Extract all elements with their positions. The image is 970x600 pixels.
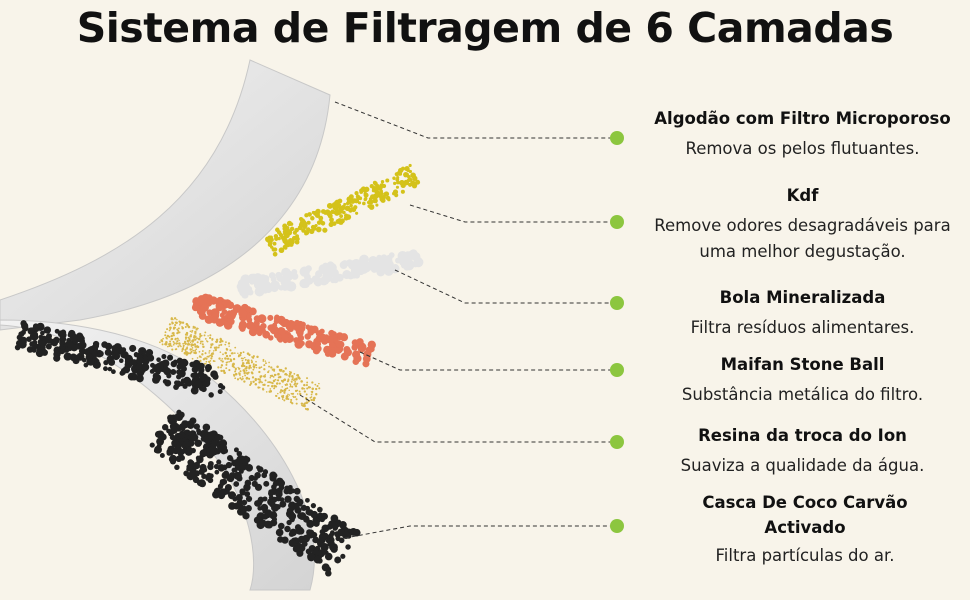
page-title: Sistema de Filtragem de 6 Camadas <box>76 4 894 52</box>
leader-line <box>334 101 617 139</box>
layer-label-mineral-ball: Bola Mineralizada Filtra resíduos alimen… <box>635 285 970 341</box>
carbon-particles-upper <box>14 320 226 398</box>
layer-desc: Remova os pelos flutuantes. <box>685 139 920 158</box>
layer-desc: Remove odores desagradáveis para uma mel… <box>654 216 951 261</box>
marker-dot <box>610 131 624 145</box>
marker-dot <box>610 296 624 310</box>
layer-name: Casca De Coco Carvão Activado <box>702 493 908 537</box>
layer-label-maifan: Maifan Stone Ball Substância metálica do… <box>635 352 970 408</box>
maifan-stone-particles <box>191 293 376 368</box>
layer-label-cotton: Algodão com Filtro Microporoso Remova os… <box>635 106 970 162</box>
ion-resin-particles <box>159 317 321 411</box>
marker-dot <box>610 215 624 229</box>
layer-label-ion-resin: Resina da troca do Ion Suaviza a qualida… <box>635 423 970 479</box>
leader-line <box>359 351 617 371</box>
layer-name: Resina da troca do Ion <box>698 426 907 445</box>
marker-dot <box>610 363 624 377</box>
carbon-particles-lower <box>149 409 361 577</box>
marker-dot <box>610 519 624 533</box>
leader-line <box>394 269 617 304</box>
layer-desc: Filtra resíduos alimentares. <box>690 318 915 337</box>
leader-line <box>299 394 617 443</box>
layer-name: Algodão com Filtro Microporoso <box>654 109 951 128</box>
leader-line <box>409 204 617 223</box>
layer-desc: Substância metálica do filtro. <box>681 385 924 404</box>
layer-name: Kdf <box>786 186 819 205</box>
kdf-particles <box>265 163 421 257</box>
layer-desc: Filtra partículas do ar. <box>715 546 895 565</box>
cotton-filter-sheet <box>0 59 331 331</box>
layer-desc: Suaviza a qualidade da água. <box>680 456 925 475</box>
layer-label-coconut-carbon: Casca De Coco Carvão Activado Filtra par… <box>700 490 910 569</box>
leader-line <box>344 525 617 539</box>
layer-label-kdf: Kdf Remove odores desagradáveis para uma… <box>640 183 965 265</box>
mineral-ball-particles <box>236 249 424 299</box>
marker-dot <box>610 435 624 449</box>
layer-name: Maifan Stone Ball <box>720 355 885 374</box>
layer-name: Bola Mineralizada <box>719 288 886 307</box>
